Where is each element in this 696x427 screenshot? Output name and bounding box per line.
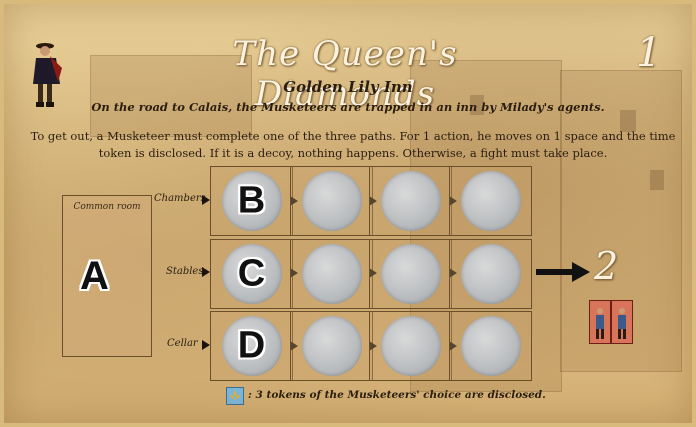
path-cell-stables-2[interactable] — [290, 239, 373, 309]
path-cell-cellar-3[interactable] — [369, 311, 452, 381]
path-cell-cellar-2[interactable] — [290, 311, 373, 381]
time-token[interactable] — [302, 171, 362, 231]
time-token[interactable] — [461, 171, 521, 231]
path-cell-chambers-3[interactable] — [369, 166, 452, 236]
card-subtitle: Golden Lily Inn — [0, 78, 696, 96]
path-label-cellar: Cellar — [167, 338, 198, 349]
path-cell-stables-4[interactable] — [449, 239, 532, 309]
time-token[interactable] — [461, 316, 521, 376]
time-token[interactable] — [461, 244, 521, 304]
path-cell-cellar-1[interactable]: D — [210, 311, 293, 381]
path-entry-arrow-icon — [202, 340, 210, 350]
path-cell-stables-3[interactable] — [369, 239, 452, 309]
time-token[interactable] — [302, 244, 362, 304]
path-label-stables: Stables — [166, 266, 203, 277]
path-marker-chambers: B — [238, 180, 265, 223]
card-intro-text: On the road to Calais, the Musketeers ar… — [0, 100, 696, 114]
card-number: 1 — [636, 30, 661, 76]
path-cell-chambers-4[interactable] — [449, 166, 532, 236]
path-label-chambers: Chambers — [154, 193, 206, 204]
time-token[interactable] — [381, 316, 441, 376]
common-room-label: Common room — [63, 202, 151, 212]
time-token[interactable] — [302, 316, 362, 376]
time-token[interactable] — [381, 171, 441, 231]
exit-arrow-icon — [536, 262, 590, 282]
musketeer-card-icon — [589, 300, 611, 344]
card-rules-text: To get out, a Musketeer must complete on… — [28, 128, 678, 162]
path-entry-arrow-icon — [202, 195, 210, 205]
path-cell-stables-1[interactable]: C — [210, 239, 293, 309]
background-window — [650, 170, 664, 190]
musketeer-card-icon — [611, 300, 633, 344]
reward-value: 2 — [594, 244, 618, 288]
fleur-de-lis-icon — [226, 387, 244, 405]
path-cell-cellar-4[interactable] — [449, 311, 532, 381]
path-marker-stables: C — [238, 253, 265, 296]
path-marker-cellar: D — [238, 325, 265, 368]
common-room-marker: A — [80, 254, 109, 299]
path-entry-arrow-icon — [202, 267, 210, 277]
time-token[interactable] — [381, 244, 441, 304]
path-cell-chambers-2[interactable] — [290, 166, 373, 236]
footer-text: : 3 tokens of the Musketeers' choice are… — [248, 389, 546, 401]
path-cell-chambers-1[interactable]: B — [210, 166, 293, 236]
